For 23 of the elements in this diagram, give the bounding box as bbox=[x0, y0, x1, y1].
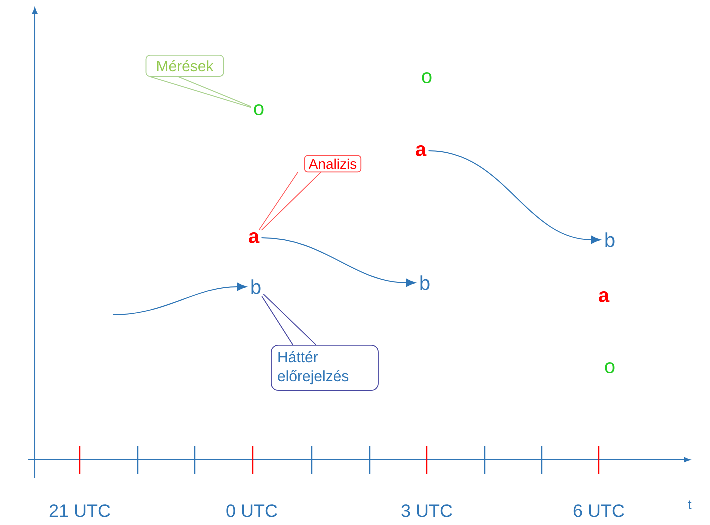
letter: a bbox=[249, 232, 260, 244]
arrow bbox=[112, 282, 247, 316]
callout-box: Analizis bbox=[304, 155, 362, 173]
axis-title: t bbox=[688, 500, 692, 510]
axis-label: 3 UTC bbox=[402, 504, 452, 518]
callout-box: Mérések bbox=[146, 54, 224, 78]
leader-line bbox=[150, 76, 252, 108]
axis-label: 0 UTC bbox=[226, 504, 278, 518]
letter: a bbox=[416, 146, 427, 156]
arrow bbox=[261, 238, 416, 288]
axis-label: 6 UTC bbox=[574, 504, 624, 518]
letter: b bbox=[606, 232, 615, 248]
letter: o bbox=[254, 104, 264, 116]
letter: o bbox=[422, 72, 432, 84]
letter: b bbox=[420, 276, 430, 290]
arrow bbox=[428, 150, 601, 244]
letter: o bbox=[605, 362, 615, 374]
axis-label: 21 UTC bbox=[50, 504, 110, 518]
callout-box: Háttér előrejelzés bbox=[271, 344, 379, 392]
letter: a bbox=[599, 292, 610, 302]
leader-line bbox=[262, 294, 316, 346]
leader-line bbox=[258, 172, 322, 231]
letter: b bbox=[252, 280, 261, 294]
